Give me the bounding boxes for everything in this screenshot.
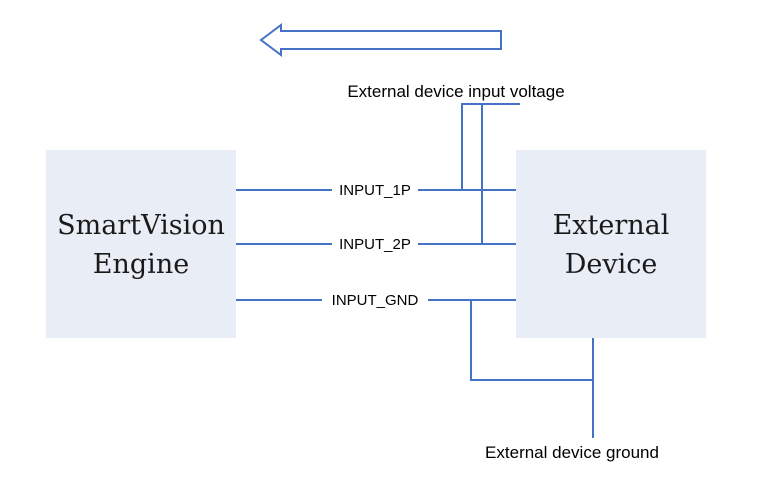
ground-wire-gnd xyxy=(470,300,593,381)
external-device-block xyxy=(516,150,706,338)
input-gnd-label: INPUT_GND xyxy=(332,292,419,309)
input-voltage-label: External device input voltage xyxy=(347,82,564,101)
smartvision-engine-block xyxy=(46,150,236,338)
smartvision-engine-label-line1: SmartVision xyxy=(57,210,225,241)
input-2p-label: INPUT_2P xyxy=(339,236,411,253)
input-1p-label: INPUT_1P xyxy=(339,182,411,199)
external-device-label-line2: Device xyxy=(565,249,658,280)
voltage-wire-1p xyxy=(461,103,520,190)
direction-arrow-icon xyxy=(259,23,502,57)
external-device-label-line1: External xyxy=(553,210,670,241)
smartvision-engine-label-line2: Engine xyxy=(93,249,189,280)
ground-label: External device ground xyxy=(485,443,659,462)
